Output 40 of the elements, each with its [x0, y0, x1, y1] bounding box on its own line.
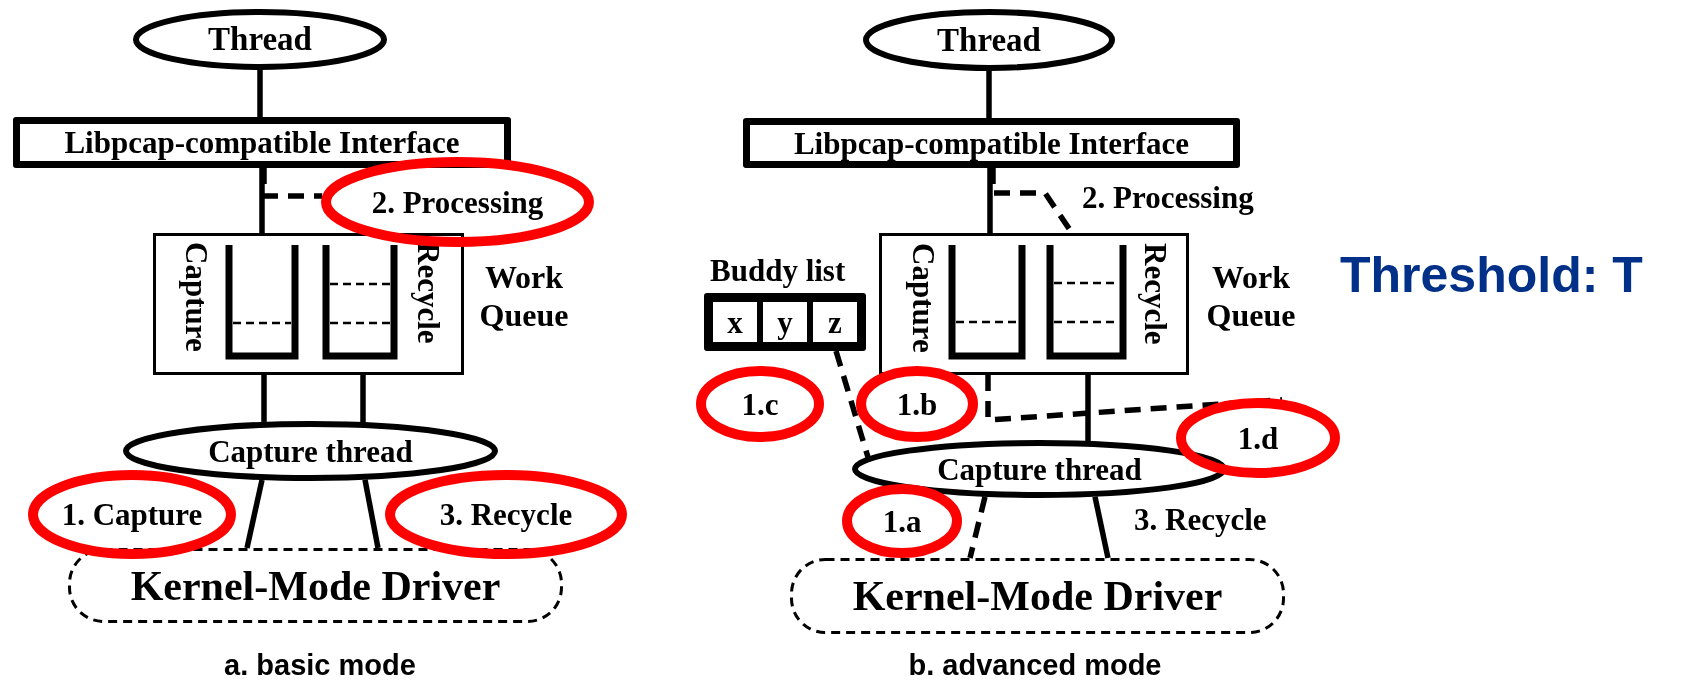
- dashed-connector: [833, 350, 871, 459]
- work-queue-box: [879, 233, 1189, 375]
- highlight-ellipse: 1.b: [856, 366, 978, 442]
- panel-caption: b. advanced mode: [907, 650, 1163, 682]
- connector: [1092, 496, 1111, 559]
- highlight-ellipse: 1.d: [1176, 398, 1340, 478]
- queue-label: Capture: [908, 243, 939, 353]
- dashed-connector: [261, 168, 323, 199]
- highlight-ellipse: 1.a: [842, 484, 962, 558]
- driver-box: Kernel-Mode Driver: [790, 558, 1285, 634]
- side-label: Work Queue: [478, 258, 570, 335]
- connector: [259, 168, 265, 233]
- highlight-ellipse: 1. Capture: [28, 470, 236, 559]
- thread-ellipse: Thread: [863, 9, 1115, 71]
- threshold-note: Threshold: T: [1340, 248, 1644, 303]
- connector: [244, 479, 265, 549]
- list-cell: y: [760, 299, 810, 345]
- connector: [261, 375, 267, 422]
- list-cell: x: [710, 299, 760, 345]
- highlight-ellipse: 3. Recycle: [385, 470, 627, 559]
- queue-label: Recycle: [1140, 243, 1171, 345]
- driver-box: Kernel-Mode Driver: [68, 548, 563, 623]
- connector: [360, 375, 366, 423]
- side-label: Work Queue: [1205, 258, 1297, 335]
- thread-ellipse: Capture thread: [123, 421, 498, 481]
- list-cell: z: [810, 299, 860, 345]
- thread-ellipse: Capture thread: [852, 440, 1227, 498]
- list-title: Buddy list: [710, 255, 846, 286]
- dashed-connector: [967, 496, 988, 559]
- thread-ellipse: Thread: [133, 9, 387, 70]
- interface-box: Libpcap-compatible Interface: [743, 118, 1240, 168]
- queue-label: Capture: [181, 242, 212, 352]
- work-queue-box: [153, 233, 464, 375]
- connector: [986, 71, 992, 118]
- connector: [257, 70, 263, 117]
- panel-caption: a. basic mode: [223, 650, 417, 682]
- interface-box: Libpcap-compatible Interface: [13, 117, 511, 168]
- connector: [362, 479, 381, 549]
- highlight-ellipse: 1.c: [696, 366, 824, 442]
- connector: [987, 168, 993, 233]
